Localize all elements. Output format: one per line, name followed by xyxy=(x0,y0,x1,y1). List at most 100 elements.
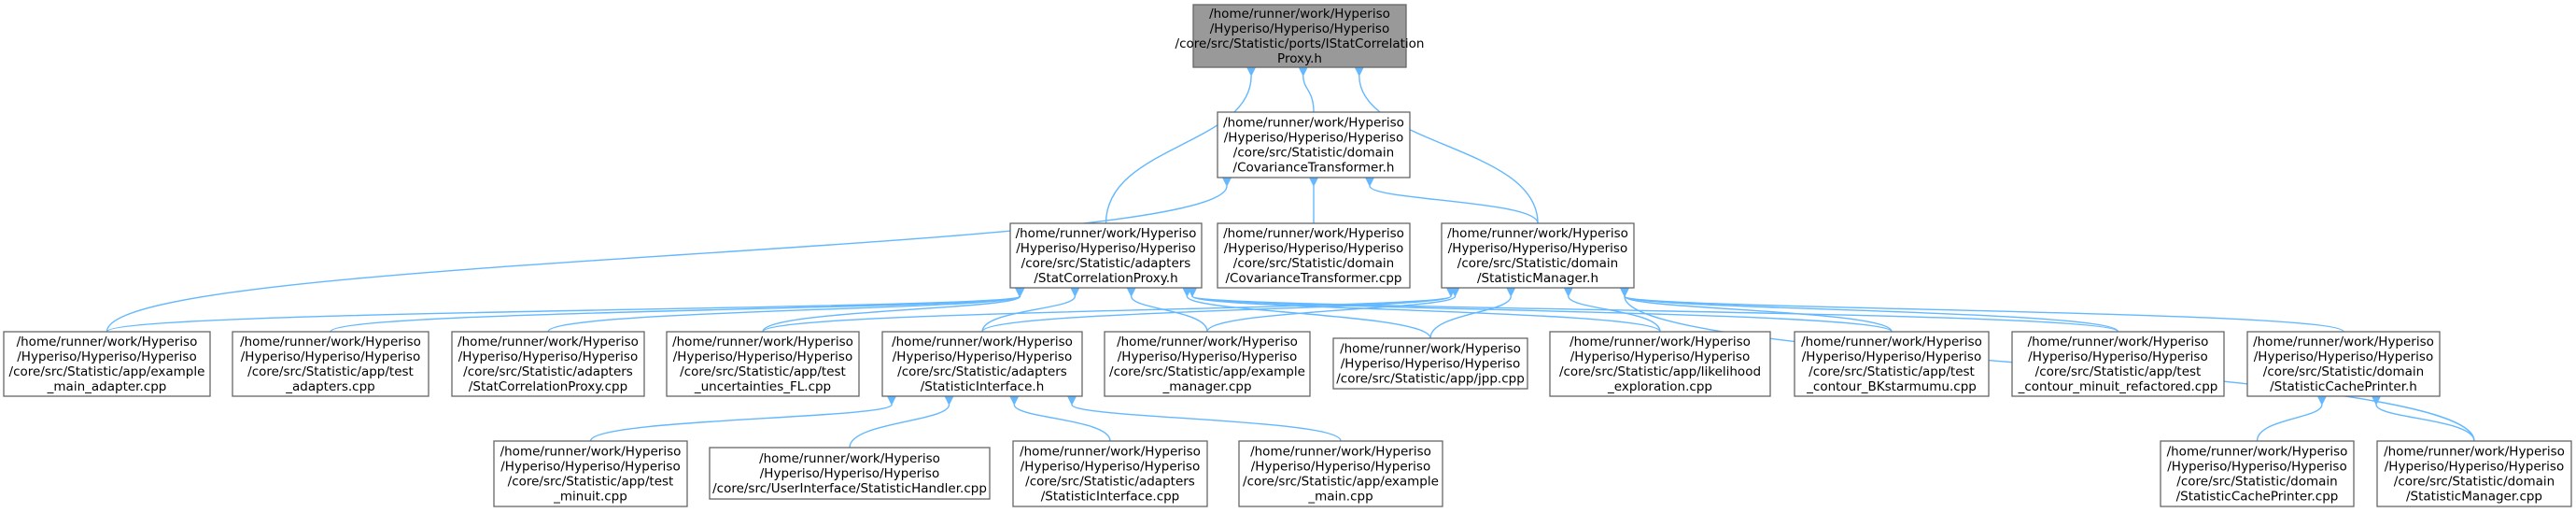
node-label-line: /home/runner/work/Hyperiso xyxy=(500,445,682,460)
node-label-line: /home/runner/work/Hyperiso xyxy=(1801,335,1982,349)
node-statcorrproxy-cpp[interactable]: /home/runner/work/Hyperiso/Hyperiso/Hype… xyxy=(451,331,645,397)
node-statmgr-cpp[interactable]: /home/runner/work/Hyperiso/Hyperiso/Hype… xyxy=(2376,440,2572,507)
node-label-line: /core/src/Statistic/adapters xyxy=(1025,475,1195,490)
node-cacheprinter-cpp[interactable]: /home/runner/work/Hyperiso/Hyperiso/Hype… xyxy=(2160,440,2355,507)
node-root[interactable]: /home/runner/work/Hyperiso/Hyperiso/Hype… xyxy=(1175,4,1425,68)
edge-example-main-to-statiface-h xyxy=(1066,395,1342,442)
node-statiface-h[interactable]: /home/runner/work/Hyperiso/Hyperiso/Hype… xyxy=(881,331,1083,397)
edge-cacheprinter-h-to-statmgr-h xyxy=(1619,287,2344,333)
node-label-line: /Hyperiso/Hyperiso/Hyperiso xyxy=(1021,460,1200,475)
edge-statiface-h-to-statcorrproxy-h xyxy=(981,287,1080,333)
edge-statiface-h-to-statmgr-h xyxy=(981,287,1457,333)
edge-stathandler-to-statiface-h xyxy=(849,395,954,449)
node-label-line: /core/src/Statistic/domain xyxy=(2263,364,2424,379)
node-label-line: /Hyperiso/Hyperiso/Hyperiso xyxy=(1448,241,1627,256)
node-label-line: _main.cpp xyxy=(1307,490,1372,505)
node-cacheprinter-h[interactable]: /home/runner/work/Hyperiso/Hyperiso/Hype… xyxy=(2246,331,2441,397)
node-box xyxy=(1012,440,1208,507)
node-label-line: /core/src/Statistic/app/test xyxy=(2035,364,2202,379)
node-label-line: /StatisticInterface.cpp xyxy=(1041,490,1180,505)
node-label-line: /Hyperiso/Hyperiso/Hyperiso xyxy=(1251,460,1430,475)
edge-statcorrproxy-h-to-root xyxy=(1105,66,1257,224)
node-label-line: /home/runner/work/Hyperiso xyxy=(1117,335,1298,349)
node-label-line: /Hyperiso/Hyperiso/Hyperiso xyxy=(1341,357,1520,372)
edge-contour-minuit-to-statmgr-h xyxy=(1619,287,2119,333)
node-box xyxy=(881,331,1083,397)
node-label-line: /core/src/Statistic/domain xyxy=(1233,256,1394,271)
node-box xyxy=(1549,331,1771,397)
node-label-line: /Hyperiso/Hyperiso/Hyperiso xyxy=(1016,241,1195,256)
node-label-line: /StatCorrelationProxy.h xyxy=(1034,271,1177,286)
node-label-line: /core/src/Statistic/adapters xyxy=(897,364,1067,379)
node-label-line: /home/runner/work/Hyperiso xyxy=(892,335,1073,349)
node-label-line: /Hyperiso/Hyperiso/Hyperiso xyxy=(1802,349,1981,364)
node-contour-minuit[interactable]: /home/runner/work/Hyperiso/Hyperiso/Hype… xyxy=(2011,331,2225,397)
node-label-line: /home/runner/work/Hyperiso xyxy=(2253,335,2434,349)
node-box xyxy=(232,331,429,397)
node-label-line: /core/src/Statistic/domain xyxy=(2394,475,2555,490)
node-example-main-adapter[interactable]: /home/runner/work/Hyperiso/Hyperiso/Hype… xyxy=(3,331,211,397)
node-example-main[interactable]: /home/runner/work/Hyperiso/Hyperiso/Hype… xyxy=(1238,440,1443,507)
node-label-line: /StatisticManager.cpp xyxy=(2406,490,2542,505)
node-label-line: /home/runner/work/Hyperiso xyxy=(1570,335,1751,349)
edge-jpp-to-statcorrproxy-h xyxy=(1182,287,1431,339)
node-box xyxy=(709,447,991,500)
node-label-line: /home/runner/work/Hyperiso xyxy=(2384,445,2565,460)
node-label-line: /StatisticManager.h xyxy=(1477,271,1598,286)
node-label-line: /Hyperiso/Hyperiso/Hyperiso xyxy=(2028,349,2207,364)
node-label-line: _uncertainties_FL.cpp xyxy=(694,379,831,394)
node-label-line: /core/src/Statistic/app/test xyxy=(247,364,414,379)
node-label-line: /Hyperiso/Hyperiso/Hyperiso xyxy=(760,466,939,481)
node-label-line: /CovarianceTransformer.cpp xyxy=(1226,271,1402,286)
edge-example-manager-to-statmgr-h xyxy=(1206,287,1460,333)
node-label-line: /core/src/Statistic/app/example xyxy=(9,364,205,379)
node-box xyxy=(2246,331,2441,397)
node-label-line: /home/runner/work/Hyperiso xyxy=(1209,7,1390,21)
node-box xyxy=(1009,222,1203,289)
node-statiface-cpp[interactable]: /home/runner/work/Hyperiso/Hyperiso/Hype… xyxy=(1012,440,1208,507)
node-label-line: _contour_minuit_refactored.cpp xyxy=(2018,379,2218,394)
node-label-line: /core/src/Statistic/adapters xyxy=(1021,256,1191,271)
node-label-line: /core/src/Statistic/ports/IStatCorrelati… xyxy=(1175,36,1425,51)
node-label-line: /Hyperiso/Hyperiso/Hyperiso xyxy=(241,349,420,364)
node-box xyxy=(666,331,860,397)
node-covtrans-h[interactable]: /home/runner/work/Hyperiso/Hyperiso/Hype… xyxy=(1217,111,1411,178)
edge-statmgr-h-to-covtrans-h xyxy=(1364,177,1539,224)
node-label-line: /home/runner/work/Hyperiso xyxy=(17,335,198,349)
node-label-line: /home/runner/work/Hyperiso xyxy=(1020,445,1201,460)
node-contour-bk[interactable]: /home/runner/work/Hyperiso/Hyperiso/Hype… xyxy=(1794,331,1990,397)
node-label-line: /Hyperiso/Hyperiso/Hyperiso xyxy=(500,460,680,475)
edge-likelihood-to-statmgr-h xyxy=(1563,287,1661,333)
node-box xyxy=(1238,440,1443,507)
node-label-line: /core/src/Statistic/domain xyxy=(2176,475,2337,490)
node-likelihood[interactable]: /home/runner/work/Hyperiso/Hyperiso/Hype… xyxy=(1549,331,1771,397)
node-statcorrproxy-h[interactable]: /home/runner/work/Hyperiso/Hyperiso/Hype… xyxy=(1009,222,1203,289)
node-test-minuit[interactable]: /home/runner/work/Hyperiso/Hyperiso/Hype… xyxy=(493,440,688,507)
node-label-line: /core/src/Statistic/adapters xyxy=(463,364,633,379)
node-covtrans-cpp[interactable]: /home/runner/work/Hyperiso/Hyperiso/Hype… xyxy=(1217,222,1411,289)
node-label-line: /Hyperiso/Hyperiso/Hyperiso xyxy=(458,349,638,364)
node-box xyxy=(2160,440,2355,507)
node-test-uncert[interactable]: /home/runner/work/Hyperiso/Hyperiso/Hype… xyxy=(666,331,860,397)
node-statmgr-h[interactable]: /home/runner/work/Hyperiso/Hyperiso/Hype… xyxy=(1441,222,1635,289)
node-label-line: /home/runner/work/Hyperiso xyxy=(672,335,853,349)
node-test-adapters[interactable]: /home/runner/work/Hyperiso/Hyperiso/Hype… xyxy=(232,331,429,397)
node-label-line: /core/src/Statistic/app/test xyxy=(680,364,846,379)
node-box xyxy=(451,331,645,397)
node-label-line: /home/runner/work/Hyperiso xyxy=(1223,226,1404,241)
node-label-line: /Hyperiso/Hyperiso/Hyperiso xyxy=(1224,131,1403,146)
edge-example-main-adapter-to-statcorrproxy-h xyxy=(106,287,1025,333)
node-label-line: /StatisticCachePrinter.cpp xyxy=(2176,490,2339,505)
edge-covtrans-h-to-root xyxy=(1298,66,1315,113)
node-jpp[interactable]: /home/runner/work/Hyperiso/Hyperiso/Hype… xyxy=(1332,337,1528,390)
node-label-line: /home/runner/work/Hyperiso xyxy=(2167,445,2348,460)
edge-test-adapters-to-statcorrproxy-h xyxy=(330,287,1025,333)
node-label-line: /home/runner/work/Hyperiso xyxy=(457,335,639,349)
node-label-line: /Hyperiso/Hyperiso/Hyperiso xyxy=(1210,21,1389,36)
node-label-line: /Hyperiso/Hyperiso/Hyperiso xyxy=(893,349,1072,364)
node-label-line: /home/runner/work/Hyperiso xyxy=(1447,226,1628,241)
node-label-line: /StatCorrelationProxy.cpp xyxy=(469,379,627,394)
node-stathandler[interactable]: /home/runner/work/Hyperiso/Hyperiso/Hype… xyxy=(709,447,991,500)
node-example-manager[interactable]: /home/runner/work/Hyperiso/Hyperiso/Hype… xyxy=(1104,331,1311,397)
node-label-line: /CovarianceTransformer.h xyxy=(1233,161,1395,176)
